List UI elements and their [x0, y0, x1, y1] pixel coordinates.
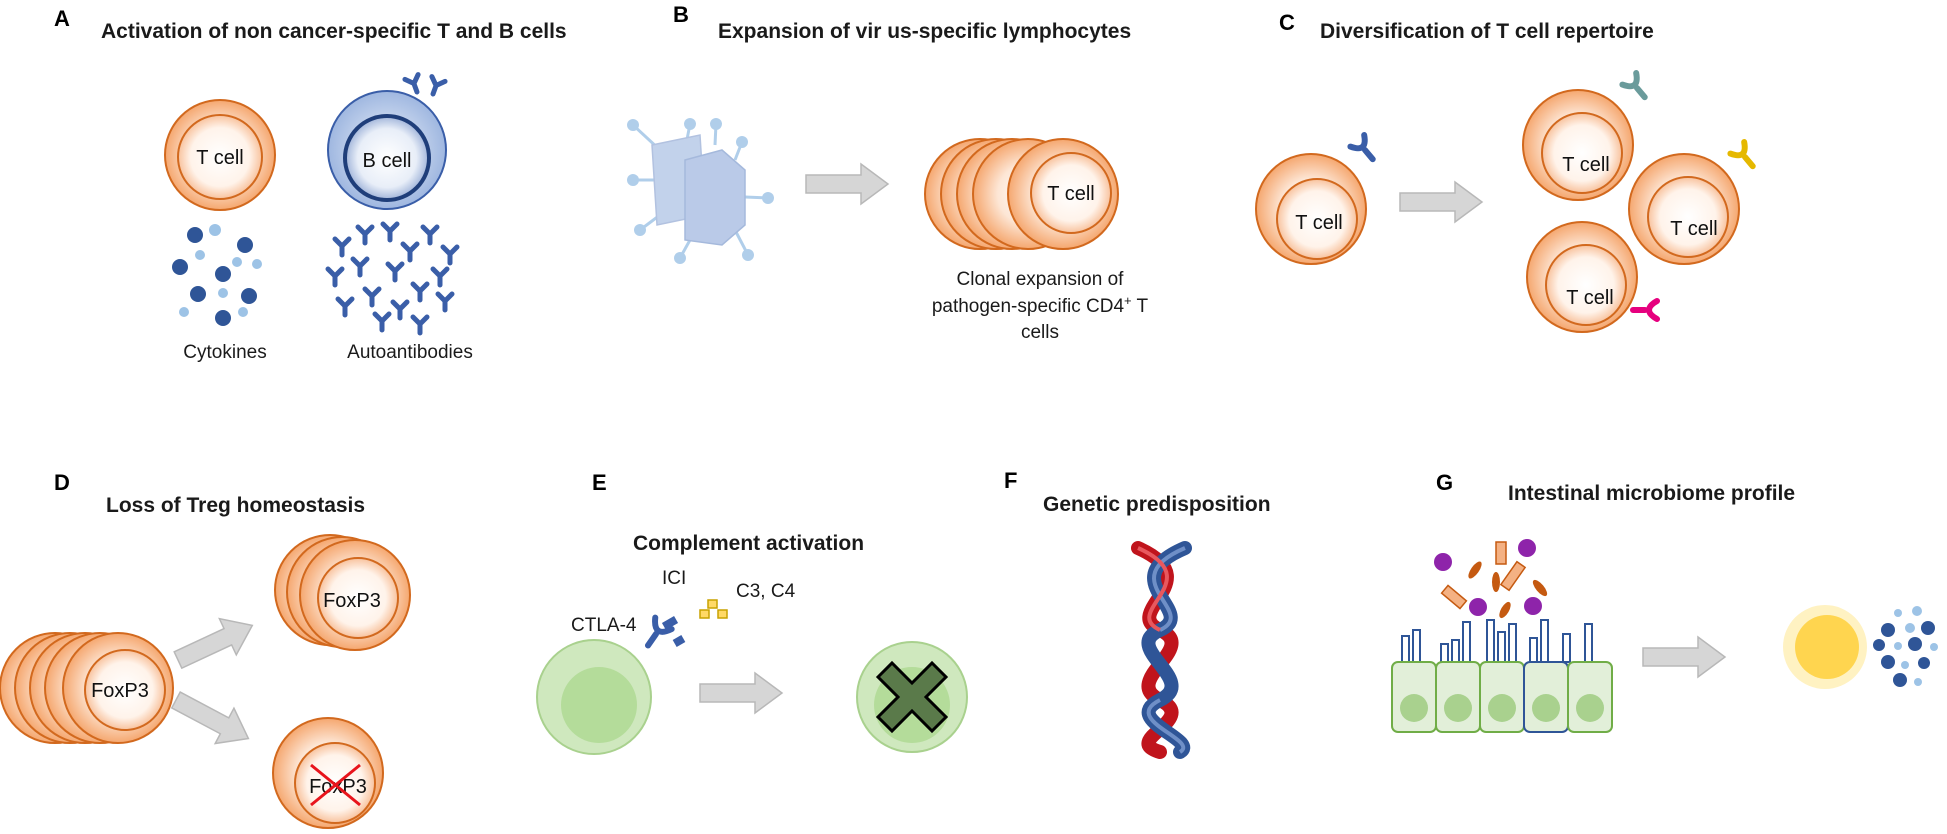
microbes-icon [1434, 539, 1548, 619]
t-cell-c-teal-label: T cell [1562, 154, 1609, 176]
ici-antibody-icon [661, 616, 686, 647]
b-cell-label: B cell [363, 150, 412, 172]
t-cell-c-label: T cell [1295, 212, 1342, 234]
arrow-e [699, 672, 783, 714]
b-cell: B cell [327, 90, 447, 210]
tcr-yellow-icon [1727, 139, 1756, 170]
panel-f: F Genetic predisposition [1004, 468, 1271, 759]
tcr-teal-icon [1619, 70, 1648, 101]
panel-b-title: Expansion of vir us-specific lymphocytes [718, 20, 1131, 43]
microvilli [1401, 619, 1593, 663]
arrow-g [1642, 636, 1726, 678]
panel-d: D Loss of Treg homeostasis FoxP3 FoxP3 [0, 470, 411, 829]
panel-e-title: Complement activation [633, 532, 864, 555]
complement-icon [699, 599, 728, 619]
virus-icon [627, 118, 774, 264]
panel-d-label: D [54, 470, 70, 495]
x-mark-icon [875, 660, 949, 734]
t-cell-c-yellow-label: T cell [1670, 218, 1717, 240]
autoantibodies-caption: Autoantibodies [347, 342, 473, 363]
panel-g-title: Intestinal microbiome profile [1508, 482, 1795, 505]
t-cell-label: T cell [196, 147, 243, 169]
panel-b-caption-line2: pathogen-specific CD4+ T [932, 293, 1149, 318]
panel-a-label: A [54, 6, 70, 31]
autoantibodies-icon [328, 224, 457, 333]
ici-label: ICI [662, 568, 686, 589]
panel-c: C Diversification of T cell repertoire T… [1255, 10, 1756, 333]
panel-c-label: C [1279, 10, 1295, 35]
arrow-c [1399, 181, 1483, 223]
ctla4-receptor-icon [644, 614, 675, 649]
treg-expanded-label: FoxP3 [323, 590, 381, 612]
arrow-d-down [165, 681, 259, 757]
tcr-blue-icon [1347, 132, 1376, 163]
b-cell-receptor-icon [405, 75, 445, 97]
t-cell-c-yellow: T cell [1628, 153, 1740, 265]
panel-b-caption-line3: cells [1021, 322, 1059, 343]
panel-e-label: E [592, 470, 607, 495]
arrow-b [805, 163, 889, 205]
tcr-magenta-icon [1630, 298, 1660, 322]
cytokines-icon [172, 224, 262, 326]
green-cell [536, 639, 652, 755]
t-cell-c-magenta: T cell [1526, 221, 1638, 333]
panel-g: G Intestinal microbiome profile [1391, 470, 1938, 733]
treg-lost: FoxP3 [272, 717, 384, 829]
panel-e: E Complement activation CTLA-4 ICI C3, C… [536, 470, 968, 755]
t-cell-c-teal: T cell [1522, 89, 1634, 201]
panel-a-title: Activation of non cancer-specific T and … [101, 20, 567, 43]
panel-g-label: G [1436, 470, 1453, 495]
panel-d-title: Loss of Treg homeostasis [106, 494, 365, 517]
t-cell: T cell [164, 99, 276, 211]
ctla4-label: CTLA-4 [571, 615, 637, 636]
dna-helix-icon [1131, 541, 1192, 759]
panel-f-label: F [1004, 468, 1017, 493]
arrow-d-up [168, 606, 262, 679]
dead-cell [856, 641, 968, 753]
c3c4-label: C3, C4 [736, 581, 796, 602]
yellow-cell [1783, 605, 1867, 689]
expanded-t-cell-label: T cell [1047, 183, 1094, 205]
panel-a: A Activation of non cancer-specific T an… [54, 6, 567, 363]
intestinal-epithelium [1391, 661, 1613, 733]
t-cell-c-magenta-label: T cell [1566, 287, 1613, 309]
expanded-t-cells: T cell [924, 138, 1119, 250]
cross-out-icon [310, 763, 361, 807]
panel-c-title: Diversification of T cell repertoire [1320, 20, 1654, 43]
t-cell-c-source: T cell [1255, 153, 1367, 265]
panel-b-caption-line1: Clonal expansion of [957, 269, 1125, 290]
treg-cluster: FoxP3 [0, 632, 174, 744]
treg-expanded: FoxP3 [274, 534, 411, 651]
panel-b: B Expansion of vir us-specific lymphocyt… [627, 2, 1149, 343]
panel-f-title: Genetic predisposition [1043, 493, 1271, 516]
treg-cluster-label: FoxP3 [91, 680, 149, 702]
panel-b-label: B [673, 2, 689, 27]
cytokines-g-icon [1873, 606, 1938, 687]
cytokines-caption: Cytokines [183, 342, 266, 363]
